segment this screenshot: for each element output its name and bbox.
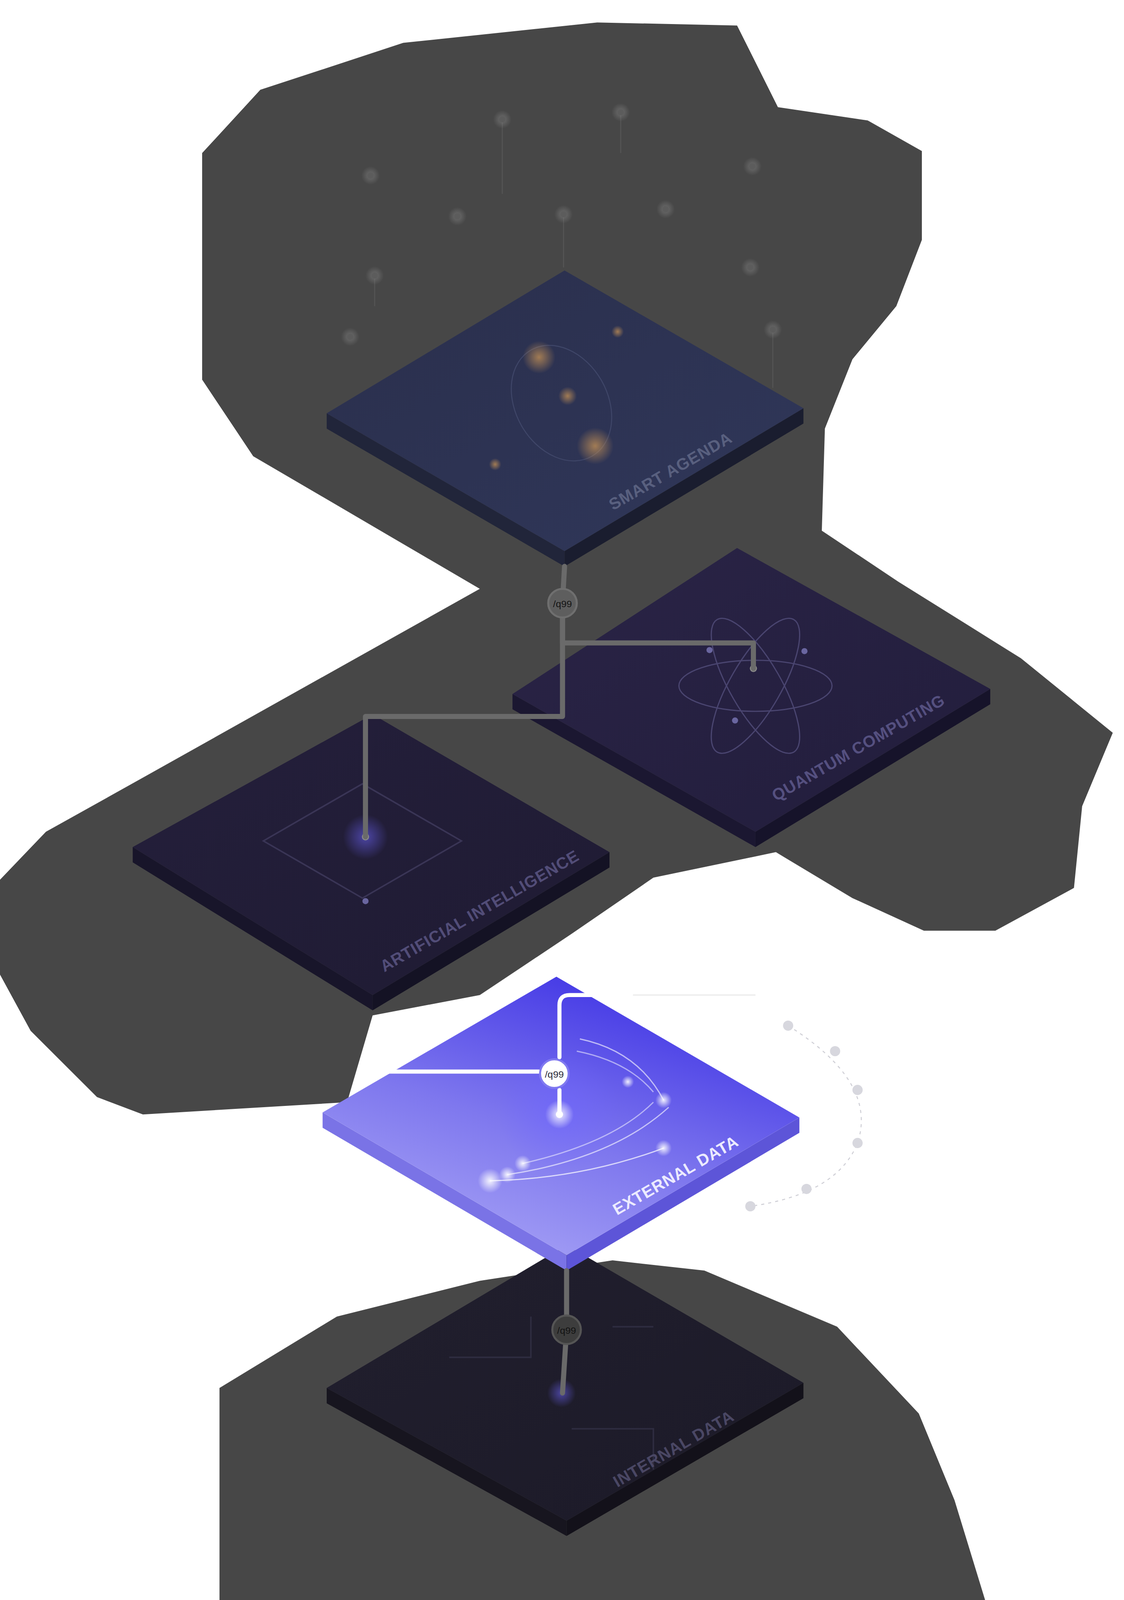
- faint-dot: [341, 327, 360, 347]
- glow-dot: [514, 1155, 531, 1173]
- platforms: [132, 270, 991, 1537]
- connector-line: [365, 618, 563, 838]
- badge-label: /q99: [552, 597, 572, 610]
- faint-dot: [743, 157, 762, 176]
- faint-dot: [448, 207, 467, 226]
- connector-badge: /q99: [551, 1314, 583, 1346]
- platform-node: QUANTUM COMPUTING: [512, 548, 991, 848]
- data-curve: [576, 1051, 654, 1093]
- faint-dot: [371, 272, 378, 279]
- faint-dot: [365, 266, 385, 285]
- faint-dot: [747, 264, 754, 271]
- leader-line: [501, 119, 503, 195]
- chip-outline: [263, 784, 462, 899]
- faint-dot: [763, 320, 783, 339]
- connector-line: [562, 1345, 566, 1394]
- external-decor: [377, 995, 863, 1212]
- platform-label: INTERNAL DATA: [610, 1407, 738, 1492]
- platform-node: SMART AGENDA: [326, 270, 804, 567]
- end-dot: [555, 1111, 564, 1119]
- glow-dot: [621, 1075, 634, 1089]
- platform-top: [512, 548, 991, 832]
- platform-label: EXTERNAL DATA: [609, 1132, 743, 1220]
- connector-line: [562, 618, 754, 669]
- connector-badge: /q99: [538, 1058, 570, 1090]
- circuit-trace: [449, 1316, 654, 1471]
- orbit-dot: [745, 1201, 756, 1212]
- faint-dot: [662, 206, 669, 213]
- faint-dot: [346, 333, 354, 341]
- connector-line: [563, 566, 565, 588]
- connector-line: [563, 1270, 569, 1315]
- atom-orbit: [695, 606, 816, 766]
- platform-node: EXTERNAL DATA/q99: [322, 977, 800, 1273]
- orbit-dot: [782, 1021, 794, 1032]
- faint-dot: [361, 166, 380, 185]
- orbit-dot: [852, 1138, 863, 1149]
- glow-dot: [576, 427, 614, 465]
- platform-label: SMART AGENDA: [606, 428, 736, 515]
- glow-dot: [489, 458, 502, 471]
- orbit-arc: [750, 1026, 862, 1207]
- link-line: [557, 1090, 562, 1113]
- orbit-dot: [829, 1046, 840, 1057]
- shade-region: [0, 22, 1113, 1115]
- data-curve: [507, 1107, 669, 1176]
- platform-top: [132, 714, 610, 996]
- faint-dot: [769, 326, 777, 334]
- connector-badge: /q99: [547, 587, 578, 619]
- chip-dot: [362, 898, 369, 905]
- platform-top: [322, 977, 800, 1256]
- platform-label: QUANTUM COMPUTING: [769, 691, 949, 806]
- faint-dot: [749, 163, 756, 170]
- link-line: [559, 995, 633, 1058]
- link-line: [377, 1069, 539, 1075]
- orbit-dot: [852, 1085, 863, 1096]
- data-curve: [522, 1102, 654, 1164]
- platform-decor: [263, 325, 832, 1471]
- platform-node: INTERNAL DATA: [326, 1245, 804, 1537]
- platform-node: ARTIFICIAL INTELLIGENCE: [132, 714, 610, 1011]
- faint-dot: [741, 258, 760, 277]
- orbit-dot: [801, 1184, 812, 1195]
- atom-dot: [801, 648, 808, 655]
- glow-dot: [522, 341, 556, 374]
- faint-dot: [560, 211, 567, 218]
- faint-dot: [454, 213, 461, 220]
- platform-label: ARTIFICIAL INTELLIGENCE: [377, 847, 583, 977]
- atom-dot: [706, 647, 713, 654]
- faint-dot: [656, 200, 675, 219]
- faint-dot: [611, 102, 631, 122]
- faint-dot: [499, 116, 506, 123]
- platform-top: [326, 270, 804, 552]
- orbit-outline: [490, 327, 632, 480]
- data-curve: [490, 1148, 664, 1181]
- badge-label: /q99: [557, 1324, 577, 1336]
- glow-dot: [558, 387, 577, 406]
- faint-dot: [554, 205, 573, 224]
- link-line: [633, 994, 756, 997]
- badge-label: /q99: [544, 1068, 564, 1080]
- faint-dot: [492, 110, 512, 129]
- data-curve: [579, 1039, 664, 1101]
- atom-dot: [731, 717, 739, 724]
- glow-dot: [611, 325, 624, 339]
- platform-top: [326, 1245, 804, 1522]
- atom-orbit: [695, 606, 816, 766]
- faint-dot: [617, 109, 624, 116]
- faint-dot: [367, 172, 374, 179]
